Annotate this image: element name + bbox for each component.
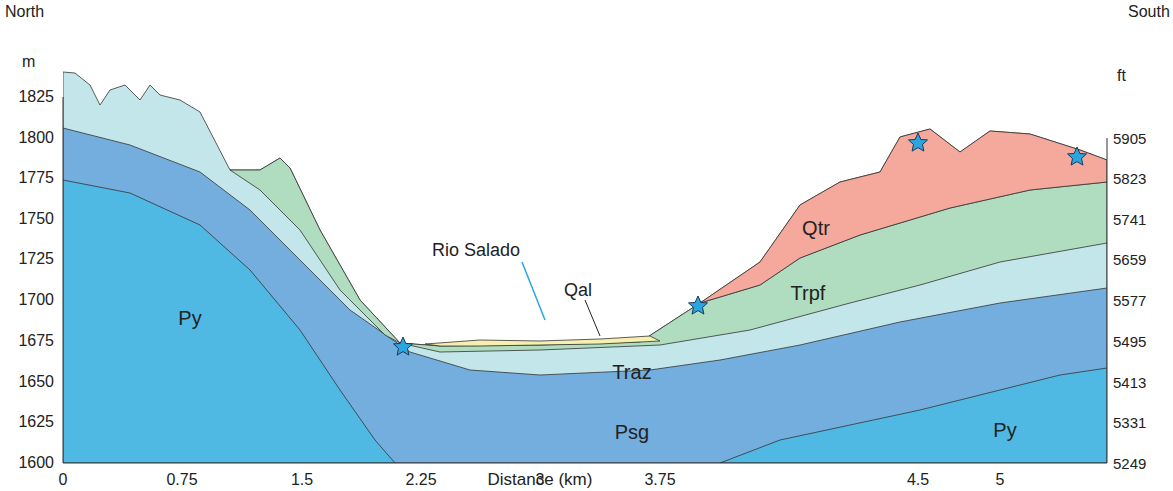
tick-label: 5659 [1113, 252, 1146, 267]
unit-label: Traz [612, 362, 651, 382]
tick-label: 4.5 [907, 472, 929, 488]
feature-label: Rio Salado [432, 241, 520, 259]
unit-label: Psg [615, 422, 649, 442]
unit-label: m [22, 54, 35, 70]
py-unit [63, 180, 395, 463]
qal-unit [425, 336, 660, 346]
psg-unit [63, 128, 1107, 463]
tick-label: 0 [59, 472, 68, 488]
tick-label: 1650 [18, 374, 54, 390]
tick-label: 5249 [1113, 456, 1146, 471]
tick-label: 0.75 [166, 472, 197, 488]
sample-stars [394, 133, 1087, 355]
tick-label: 5 [996, 472, 1005, 488]
traz-unit [63, 72, 1107, 463]
tick-label: 1825 [18, 89, 54, 105]
tick-label: 5413 [1113, 375, 1146, 390]
unit-label: ft [1117, 68, 1126, 84]
unit-label: Qal [564, 281, 592, 299]
tick-label: 1750 [18, 211, 54, 227]
trpf-unit [230, 158, 400, 343]
axis-title: Distance (km) [488, 471, 593, 488]
axis-title: North [5, 4, 44, 20]
tick-label: 3.75 [644, 472, 675, 488]
axis-title: South [1128, 4, 1170, 20]
unit-label: Qtr [802, 218, 830, 238]
tick-label: 1700 [18, 292, 54, 308]
leader-line [585, 300, 600, 336]
tick-label: 5823 [1113, 171, 1146, 186]
unit-label: Py [178, 308, 201, 328]
tick-label: 2.25 [405, 472, 436, 488]
tick-label: 1675 [18, 333, 54, 349]
leader-line [522, 262, 545, 320]
tick-label: 1725 [18, 251, 54, 267]
tick-label: 5331 [1113, 415, 1146, 430]
qtr-unit [700, 129, 1107, 303]
py-unit [720, 368, 1107, 463]
tick-label: 1600 [18, 455, 54, 471]
tick-label: 5577 [1113, 293, 1146, 308]
tick-label: 1625 [18, 414, 54, 430]
tick-label: 5741 [1113, 212, 1146, 227]
tick-label: 1.5 [291, 472, 313, 488]
tick-label: 5495 [1113, 334, 1146, 349]
unit-label: Trpf [791, 283, 826, 303]
tick-label: 5905 [1113, 131, 1146, 146]
unit-label: Py [993, 420, 1016, 440]
tick-label: 1800 [18, 130, 54, 146]
tick-label: 1775 [18, 170, 54, 186]
